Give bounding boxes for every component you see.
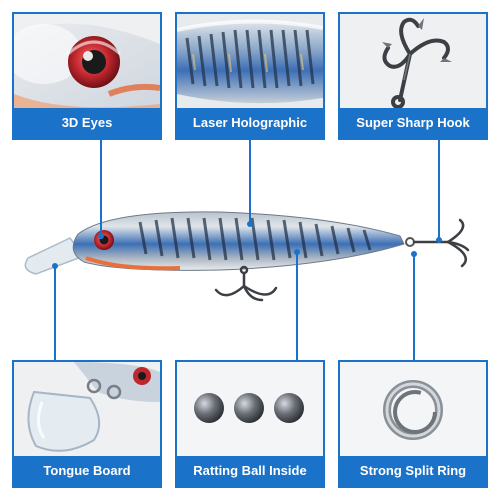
tongue-board-icon bbox=[14, 362, 160, 458]
leader-line bbox=[296, 252, 298, 360]
feature-panel-ratting-ball-inside: Ratting Ball Inside bbox=[175, 360, 325, 488]
leader-line bbox=[413, 254, 415, 360]
feature-panel-tongue-board: Tongue Board bbox=[12, 360, 162, 488]
holographic-scales-icon bbox=[177, 14, 323, 110]
rattle-balls-icon bbox=[177, 362, 323, 458]
feature-label: 3D Eyes bbox=[14, 108, 160, 138]
split-ring-icon bbox=[340, 362, 486, 458]
leader-line bbox=[100, 140, 102, 236]
feature-label: Strong Split Ring bbox=[340, 456, 486, 486]
leader-line bbox=[438, 140, 440, 240]
leader-line bbox=[54, 266, 56, 360]
leader-line bbox=[249, 140, 251, 224]
leader-dot bbox=[294, 249, 300, 255]
treble-hook-icon bbox=[340, 14, 486, 110]
feature-panel-3d-eyes: 3D Eyes bbox=[12, 12, 162, 140]
feature-label: Laser Holographic bbox=[177, 108, 323, 138]
feature-panel-super-sharp-hook: Super Sharp Hook bbox=[338, 12, 488, 140]
leader-dot bbox=[52, 263, 58, 269]
leader-dot bbox=[411, 251, 417, 257]
3d-eye-icon bbox=[14, 14, 160, 110]
feature-panel-strong-split-ring: Strong Split Ring bbox=[338, 360, 488, 488]
leader-dot bbox=[98, 233, 104, 239]
feature-label: Ratting Ball Inside bbox=[177, 456, 323, 486]
feature-panel-laser-holographic: Laser Holographic bbox=[175, 12, 325, 140]
fishing-lure-illustration bbox=[0, 190, 500, 310]
feature-label: Tongue Board bbox=[14, 456, 160, 486]
feature-label: Super Sharp Hook bbox=[340, 108, 486, 138]
leader-dot bbox=[247, 221, 253, 227]
leader-dot bbox=[436, 237, 442, 243]
